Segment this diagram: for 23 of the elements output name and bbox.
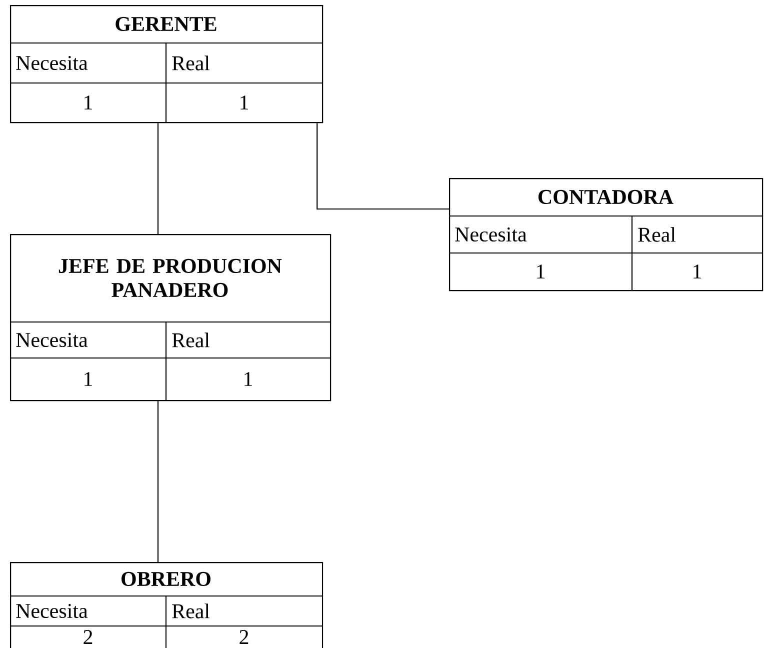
cell-value: 1 xyxy=(244,372,252,386)
connector-line xyxy=(316,123,449,210)
column-header: Necesita xyxy=(16,604,88,618)
connector-line xyxy=(157,123,159,234)
box-title: CONTADORA xyxy=(538,190,674,204)
cell-value: 1 xyxy=(240,96,248,110)
box-title: JEFE DE PRODUCION PANADERO xyxy=(58,258,282,298)
column-header: Necesita xyxy=(16,56,88,70)
cell-value: 1 xyxy=(84,96,92,110)
box-title: OBRERO xyxy=(122,572,210,586)
cell-value: 2 xyxy=(84,630,92,644)
column-header: Real xyxy=(172,56,210,70)
column-header: Necesita xyxy=(455,227,527,242)
cell-value: 1 xyxy=(84,372,92,386)
column-header: Real xyxy=(172,604,210,618)
connector-line xyxy=(157,401,159,562)
box-title: GERENTE xyxy=(116,16,216,32)
cell-value: 2 xyxy=(240,630,248,644)
cell-value: 1 xyxy=(694,264,701,278)
column-header: Real xyxy=(172,332,210,348)
column-header: Real xyxy=(638,227,676,242)
column-header: Necesita xyxy=(16,332,88,348)
cell-value: 1 xyxy=(537,264,544,278)
